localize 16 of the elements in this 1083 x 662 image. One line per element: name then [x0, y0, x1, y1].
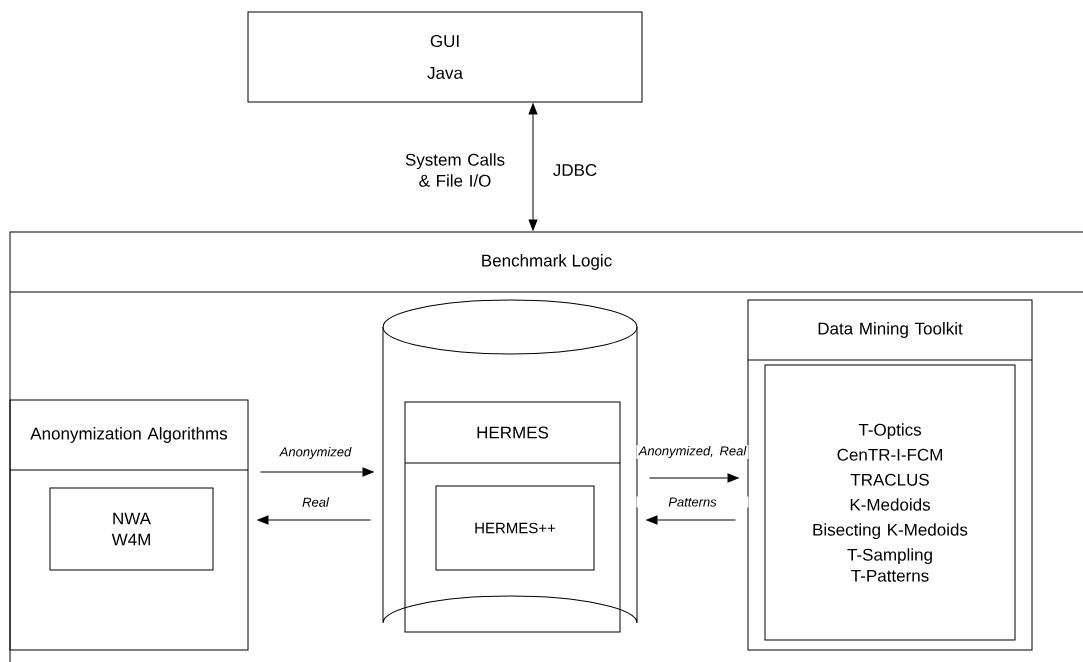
process-box: GUI Java: [247, 11, 643, 103]
edge-label: Anonymized: [279, 446, 352, 460]
arrow: [646, 515, 736, 525]
list-box: T-Optics CenTR-I-FCM TRACLUS K-Medoids Bisecting K-Medoids T-Sampling T-Patterns: [764, 364, 1016, 641]
interface-label: JDBC: [553, 164, 597, 177]
arrow: [260, 467, 374, 477]
arrow: [257, 515, 371, 525]
process-box: NWA W4M: [49, 487, 214, 571]
database-cylinder: [382, 299, 638, 624]
edge-label: Patterns: [668, 497, 717, 507]
arrow: [649, 473, 739, 483]
edge-label: Anonymized, Real: [638, 445, 747, 459]
arrow: [528, 103, 538, 231]
process-box: HERMES++: [435, 485, 595, 571]
edge-label: System Calls & File I/O: [405, 153, 505, 187]
edge-label: Real: [302, 497, 330, 507]
